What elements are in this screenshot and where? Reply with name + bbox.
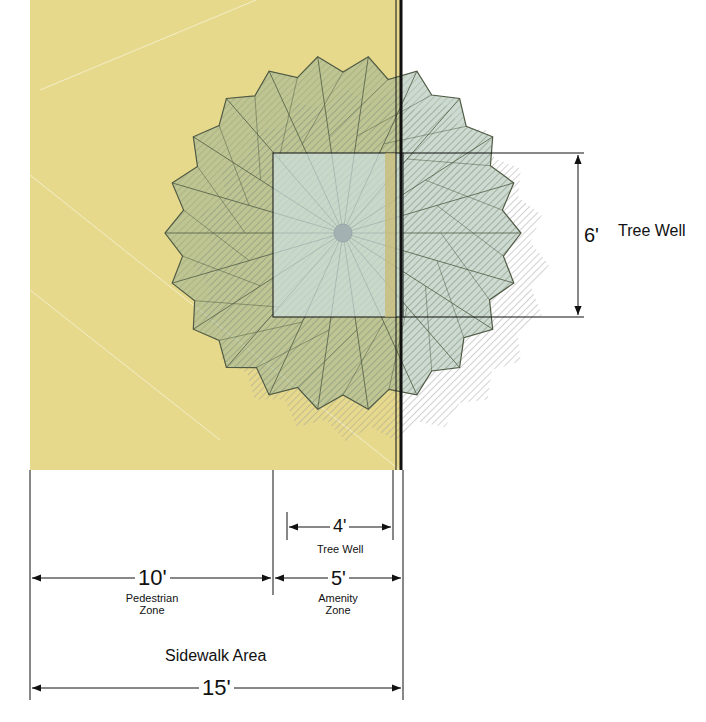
branch-line [357,95,432,136]
branch-line [425,286,431,371]
dimension-label: Tree Well [615,222,689,240]
extension-line [287,512,288,540]
area-label: Sidewalk Area [162,647,269,665]
dimension-value: 4' [330,517,349,537]
extension-line [30,470,31,700]
dimension-value: 10' [135,566,170,590]
extension-line [273,470,274,595]
branch-line [279,78,298,159]
extension-line [403,153,584,154]
canopy-fill [165,57,521,409]
branch-line [329,80,388,137]
dimension-line [578,155,579,315]
canopy-hatch [165,57,521,409]
dimension-value: 6' [581,224,602,246]
curb-strip [385,153,396,317]
extension-line [403,317,584,318]
curb-edge [400,0,403,470]
branch-line [343,322,384,395]
branch-line [298,330,357,388]
branch-line [441,233,490,300]
branch-line [437,205,504,256]
branch-line [255,96,261,180]
dimension-value: 15' [199,676,234,700]
texture-line [30,290,220,440]
extension-line [393,470,394,540]
tree-canopy [165,57,549,441]
tree-well [273,153,403,317]
zone-label: Amenity Zone [307,592,369,616]
branch-line [389,307,407,389]
dimension-label: Tree Well [314,543,366,555]
branch-line [219,322,302,340]
curb-line [396,0,397,470]
branch-line [219,126,249,206]
extension-line [403,470,404,700]
branch-line [437,261,464,338]
branch-line [302,72,343,144]
dimension-value: 5' [328,567,349,589]
zone-label: Pedestrian Zone [113,592,191,616]
branch-line [184,210,250,261]
branch-line [257,330,330,368]
